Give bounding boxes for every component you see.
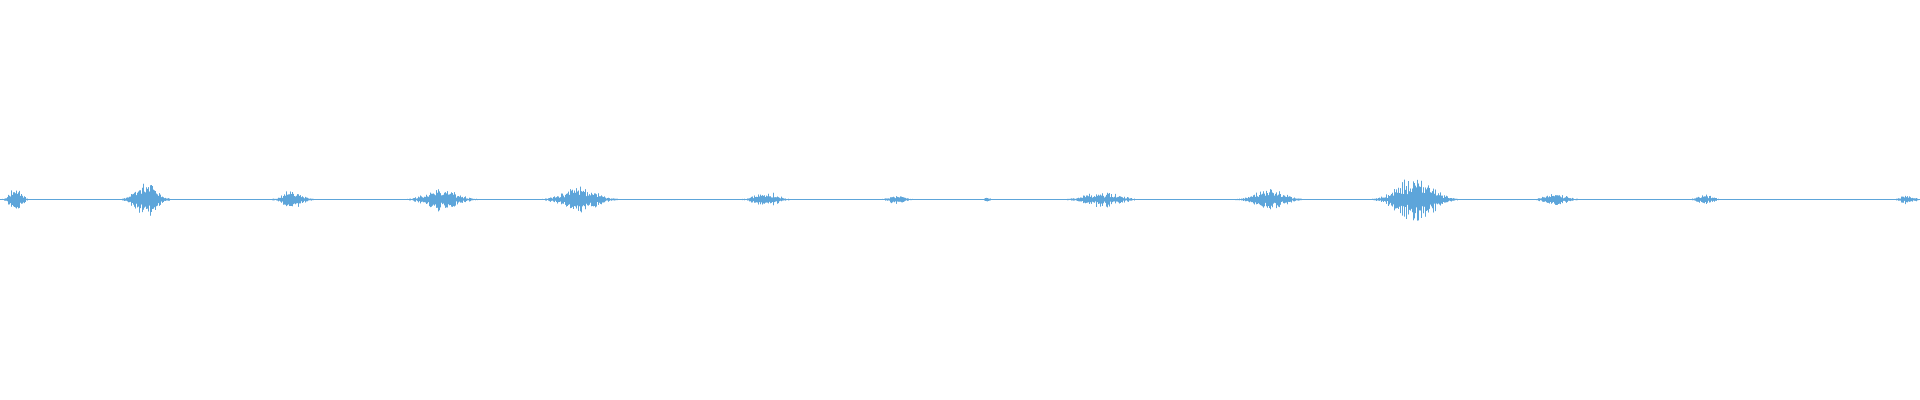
- waveform-samples: [1, 179, 1920, 221]
- waveform-trace: [1, 179, 1920, 221]
